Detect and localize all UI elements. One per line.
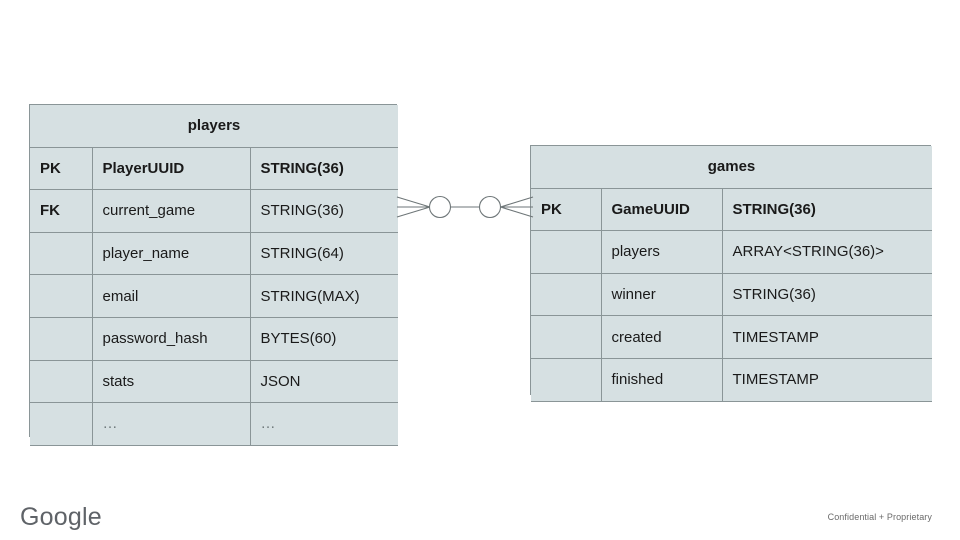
row-key bbox=[531, 315, 602, 359]
row-type: STRING(MAX) bbox=[249, 274, 399, 318]
row-type: STRING(36) bbox=[249, 189, 399, 233]
row-field: password_hash bbox=[91, 316, 251, 361]
row-field: PlayerUUID bbox=[91, 146, 251, 191]
row-type: TIMESTAMP bbox=[721, 357, 933, 402]
row-field: GameUUID bbox=[600, 187, 723, 232]
entity-games-table: games PK GameUUID STRING(36) players ARR… bbox=[531, 146, 933, 402]
table-row[interactable]: PK GameUUID STRING(36) bbox=[531, 187, 933, 232]
row-key bbox=[531, 230, 602, 274]
entity-games-title: games bbox=[531, 146, 933, 189]
row-field: player_name bbox=[91, 231, 251, 276]
table-row-ellipsis[interactable]: … … bbox=[30, 402, 399, 446]
row-type: STRING(36) bbox=[249, 146, 399, 191]
row-type: ARRAY<STRING(36)> bbox=[721, 230, 933, 274]
row-field: current_game bbox=[91, 189, 251, 233]
entity-players[interactable]: players PK PlayerUUID STRING(36) FK curr… bbox=[29, 104, 399, 446]
entity-players-table: players PK PlayerUUID STRING(36) FK curr… bbox=[30, 105, 399, 446]
entity-players-title: players bbox=[30, 105, 399, 148]
entity-games-title-row: games bbox=[531, 146, 933, 189]
table-row[interactable]: players ARRAY<STRING(36)> bbox=[531, 230, 933, 274]
row-field: stats bbox=[91, 359, 251, 404]
row-type: STRING(36) bbox=[721, 272, 933, 317]
row-type: … bbox=[249, 402, 399, 446]
relationship-connector-players-games[interactable] bbox=[390, 180, 540, 236]
row-key bbox=[531, 357, 602, 402]
row-key bbox=[30, 231, 93, 276]
table-row[interactable]: email STRING(MAX) bbox=[30, 274, 399, 318]
table-row[interactable]: password_hash BYTES(60) bbox=[30, 316, 399, 361]
row-key bbox=[531, 272, 602, 317]
row-key bbox=[30, 316, 93, 361]
table-row[interactable]: stats JSON bbox=[30, 359, 399, 404]
row-key bbox=[30, 359, 93, 404]
row-type: BYTES(60) bbox=[249, 316, 399, 361]
table-row[interactable]: FK current_game STRING(36) bbox=[30, 189, 399, 233]
row-field: created bbox=[600, 315, 723, 359]
crowfoot-right-upper-prong bbox=[500, 196, 534, 208]
row-type: STRING(36) bbox=[721, 187, 933, 232]
row-type: JSON bbox=[249, 359, 399, 404]
table-row[interactable]: player_name STRING(64) bbox=[30, 231, 399, 276]
crowfoot-left-upper-prong bbox=[396, 196, 431, 208]
table-row[interactable]: PK PlayerUUID STRING(36) bbox=[30, 146, 399, 191]
crowfoot-right-lower-prong bbox=[500, 206, 534, 218]
entity-games[interactable]: games PK GameUUID STRING(36) players ARR… bbox=[530, 145, 933, 402]
crowfoot-left-zero-circle bbox=[428, 195, 452, 219]
row-key: PK bbox=[30, 146, 93, 191]
row-field: … bbox=[91, 402, 251, 446]
row-field: email bbox=[91, 274, 251, 318]
row-field: finished bbox=[600, 357, 723, 402]
row-key: PK bbox=[531, 187, 602, 232]
row-type: STRING(64) bbox=[249, 231, 399, 276]
google-wordmark: Google bbox=[20, 503, 102, 531]
table-row[interactable]: created TIMESTAMP bbox=[531, 315, 933, 359]
table-row[interactable]: winner STRING(36) bbox=[531, 272, 933, 317]
row-field: players bbox=[600, 230, 723, 274]
row-key bbox=[30, 274, 93, 318]
crowfoot-right-zero-circle bbox=[478, 195, 502, 219]
row-key: FK bbox=[30, 189, 93, 233]
crowfoot-left-lower-prong bbox=[396, 206, 431, 218]
confidentiality-note: Confidential + Proprietary bbox=[827, 512, 932, 522]
entity-players-title-row: players bbox=[30, 105, 399, 148]
row-key bbox=[30, 402, 93, 446]
row-type: TIMESTAMP bbox=[721, 315, 933, 359]
row-field: winner bbox=[600, 272, 723, 317]
table-row[interactable]: finished TIMESTAMP bbox=[531, 357, 933, 402]
